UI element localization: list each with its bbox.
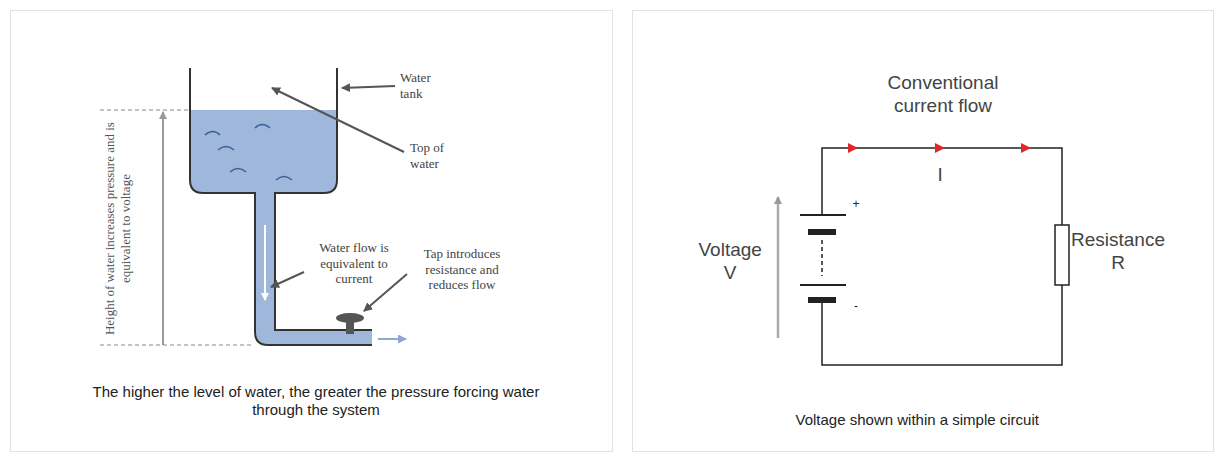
- current-arrow: [848, 143, 1031, 153]
- dashed-line: [100, 110, 188, 111]
- tap: [336, 313, 364, 323]
- battery-symbol: [800, 215, 846, 300]
- ripples: [205, 125, 292, 181]
- water: [190, 110, 372, 345]
- voltage-arrow: [777, 197, 780, 338]
- panel: [633, 11, 1214, 452]
- resistance-label: Resistance R: [1071, 229, 1165, 275]
- tank-wall: [190, 68, 372, 345]
- caption: The higher the level of water, the great…: [81, 383, 551, 419]
- terminal-sign: -: [854, 299, 858, 313]
- voltage-label: Voltage V: [699, 239, 762, 285]
- terminal-sign: +: [853, 197, 860, 211]
- callout-label: Tap introduces resistance and reduces fl…: [410, 246, 514, 293]
- dashed-line: [100, 345, 253, 346]
- callout-label: Water tank: [400, 70, 431, 101]
- panel: [11, 11, 613, 452]
- wire: [822, 148, 1062, 365]
- flow-arrow: [264, 225, 266, 300]
- current-symbol: I: [938, 164, 943, 187]
- leader-line: [271, 86, 407, 311]
- flow-arrow: [378, 338, 406, 340]
- height-arrow: [162, 112, 164, 345]
- current-label: Conventional current flow: [868, 72, 1018, 118]
- resistor-symbol: [1055, 225, 1069, 285]
- dimension-label: Height of water increases pressure and i…: [102, 113, 133, 343]
- callout-label: Top of water: [410, 140, 472, 171]
- caption: Voltage shown within a simple circuit: [796, 411, 1039, 429]
- callout-label: Water flow is equivalent to current: [306, 240, 402, 287]
